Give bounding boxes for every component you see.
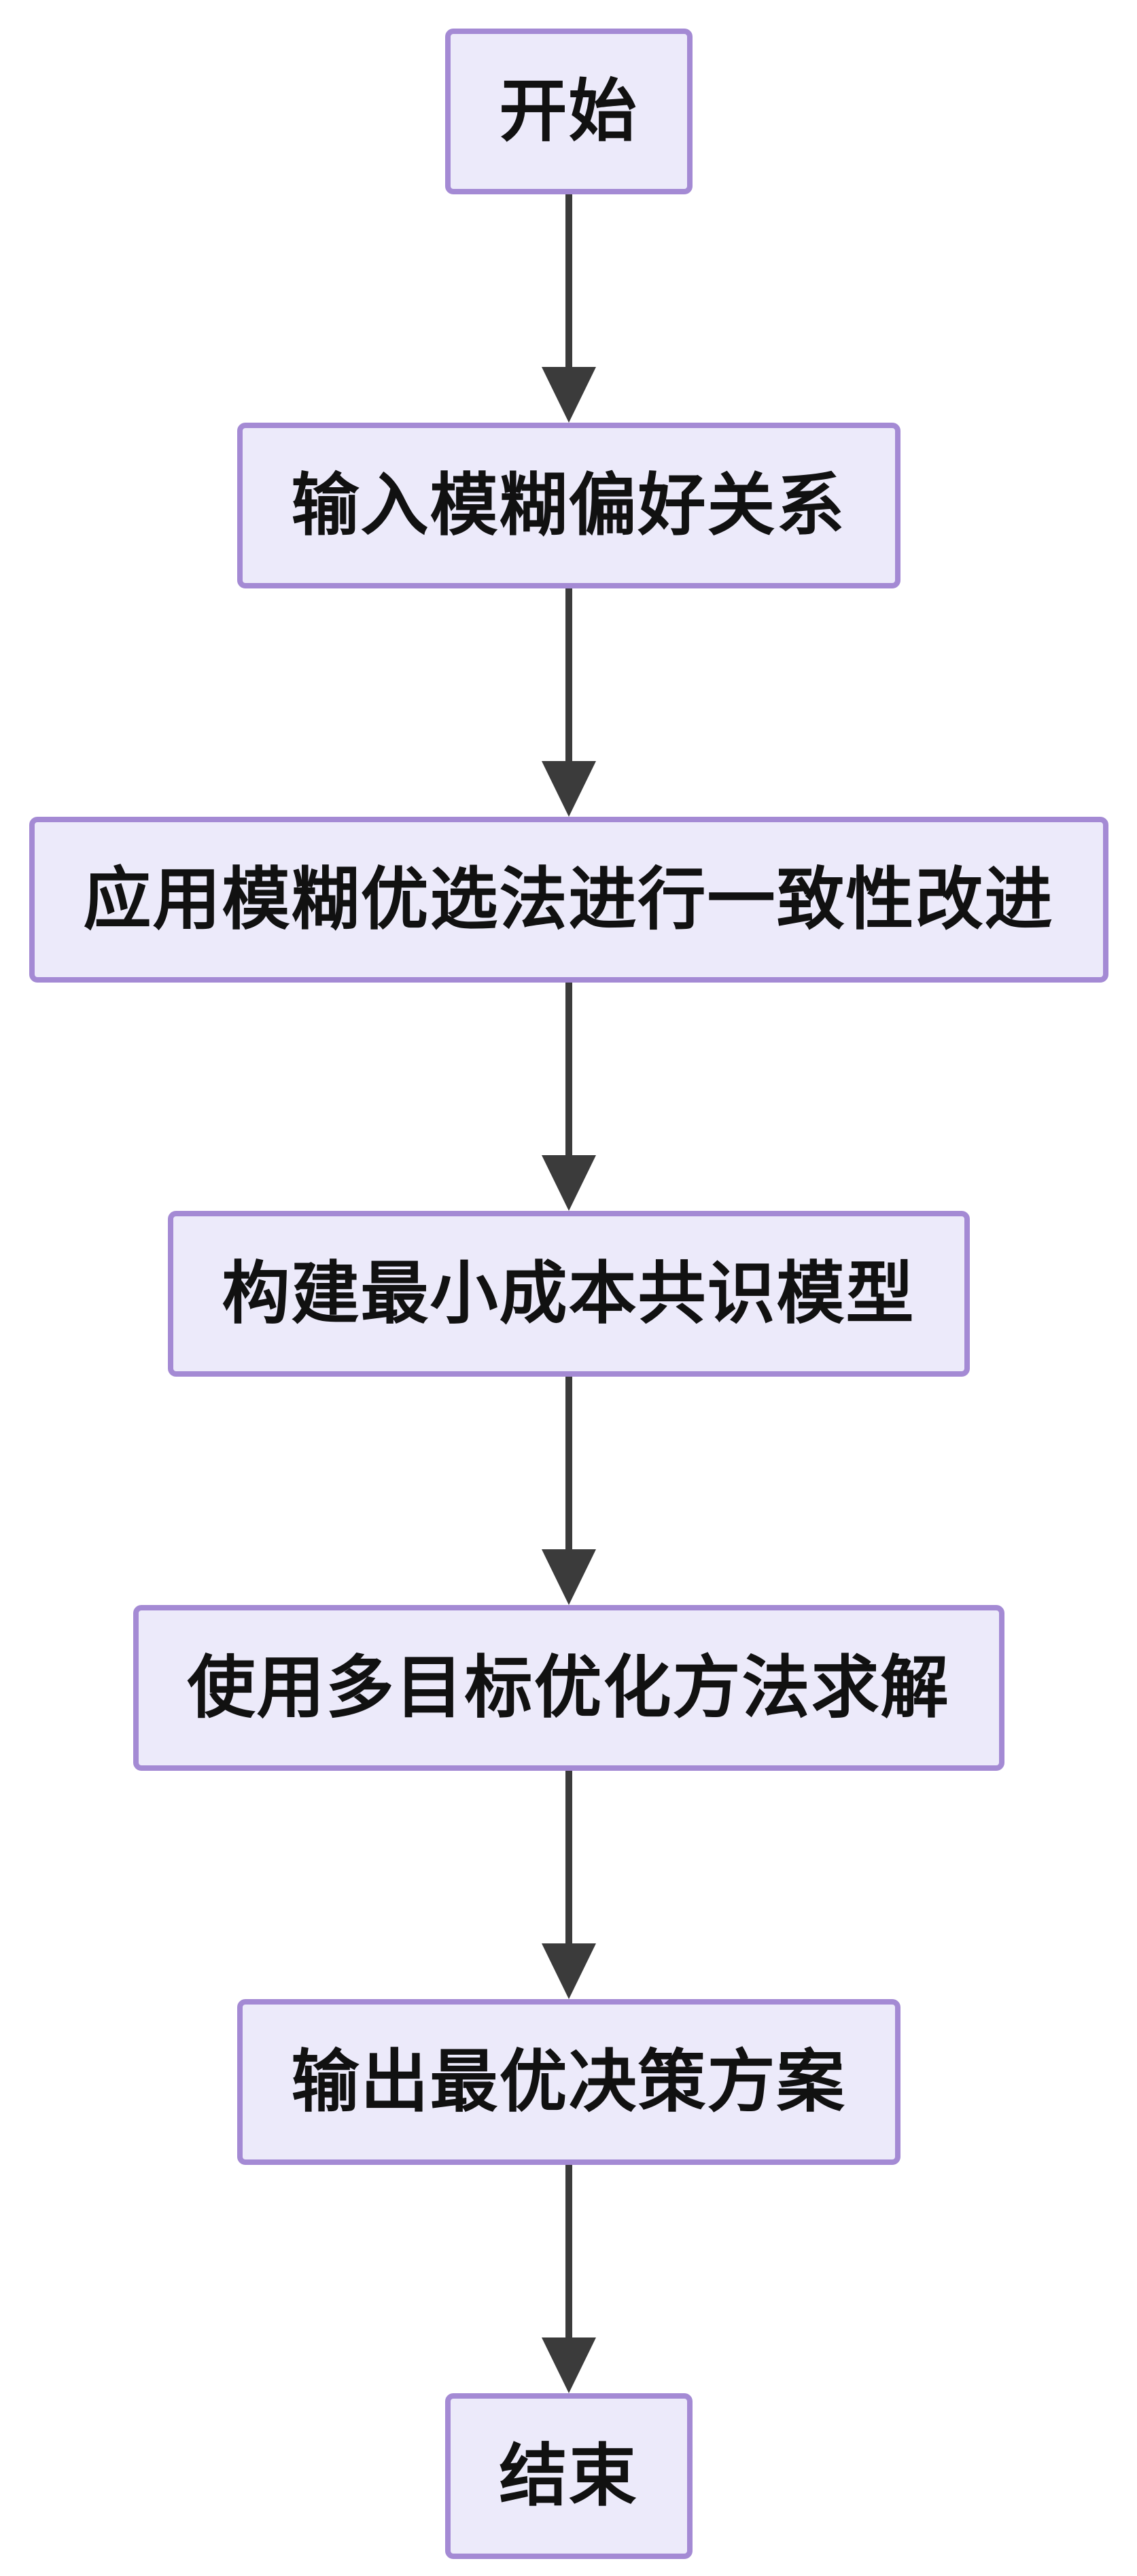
flow-node-end: 结束 (444, 2393, 693, 2559)
arrow-shaft (565, 983, 572, 1155)
arrow-down-icon (541, 1377, 596, 1605)
arrow-shaft (565, 194, 572, 367)
arrow-head-icon (541, 367, 596, 423)
flow-node-consistency-improvement: 应用模糊优选法进行一致性改进 (29, 817, 1108, 983)
arrow-shaft (565, 2165, 572, 2337)
arrow-head-icon (541, 2337, 596, 2393)
flow-node-start: 开始 (444, 29, 693, 194)
arrow-head-icon (541, 1943, 596, 1999)
arrow-down-icon (541, 1771, 596, 1999)
flow-node-min-cost-consensus-model: 构建最小成本共识模型 (167, 1211, 970, 1377)
arrow-down-icon (541, 983, 596, 1211)
flow-node-input-fuzzy-preference: 输入模糊偏好关系 (237, 423, 900, 588)
flow-node-output-optimal-decision: 输出最优决策方案 (237, 1999, 900, 2165)
arrow-head-icon (541, 1549, 596, 1605)
flow-node-multiobjective-solve: 使用多目标优化方法求解 (133, 1605, 1004, 1771)
arrow-down-icon (541, 2165, 596, 2393)
arrow-down-icon (541, 588, 596, 817)
arrow-head-icon (541, 761, 596, 817)
arrow-shaft (565, 1377, 572, 1549)
arrow-down-icon (541, 194, 596, 423)
arrow-shaft (565, 1771, 572, 1943)
arrow-shaft (565, 588, 572, 761)
arrow-head-icon (541, 1155, 596, 1211)
